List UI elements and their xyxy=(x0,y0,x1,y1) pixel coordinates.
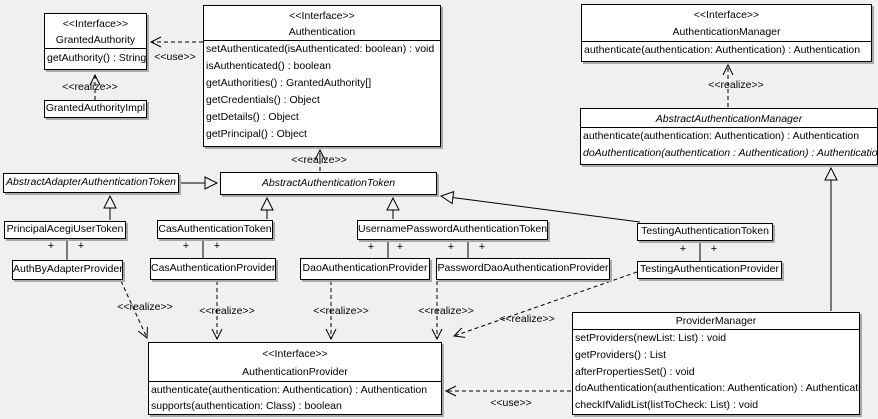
class-name: AbstractAuthenticationManager xyxy=(655,113,803,125)
method-row: getCredentials() : Object xyxy=(206,94,320,106)
class-box-dao-authentication-provider: DaoAuthenticationProvider xyxy=(300,258,430,280)
class-header: <<Interface>> AuthenticationProvider xyxy=(149,343,441,382)
method-row: afterPropertiesSet() : void xyxy=(575,365,695,378)
edge-label-realize: <<realize>> xyxy=(199,305,255,317)
class-name: TestingAuthenticationToken xyxy=(641,225,769,237)
association-end-plus: + xyxy=(182,240,190,252)
method-row: authenticate(authentication: Authenticat… xyxy=(584,44,861,56)
method-row: checkIfValidList(listToCheck: List) : vo… xyxy=(575,399,759,412)
method-row: getAuthority() : String xyxy=(47,52,147,64)
method-row: isAuthenticated() : boolean xyxy=(206,60,331,72)
edge-label-realize: <<realize>> xyxy=(708,79,764,91)
class-name: AuthByAdapterProvider xyxy=(13,263,123,275)
class-name: DaoAuthenticationProvider xyxy=(302,262,428,274)
class-name: CasAuthenticationToken xyxy=(158,223,272,235)
method-row: authenticate(authentication: Authenticat… xyxy=(583,130,860,142)
stereotype-label: <<Interface>> xyxy=(289,10,355,22)
class-box-auth-by-adapter-provider: AuthByAdapterProvider xyxy=(12,260,123,280)
class-box-testing-authentication-token: TestingAuthenticationToken xyxy=(637,223,773,241)
edge-label-use: <<use>> xyxy=(154,51,196,63)
association-end-plus: + xyxy=(213,240,221,252)
class-name: GrantedAuthority xyxy=(55,34,136,46)
class-box-abstract-authentication-manager: AbstractAuthenticationManager authentica… xyxy=(580,108,878,165)
edge-label-realize: <<realize>> xyxy=(62,81,118,93)
class-box-password-dao-authentication-provider: PasswordDaoAuthenticationProvider xyxy=(436,258,610,280)
class-name: TestingAuthenticationProvider xyxy=(640,263,779,275)
association-end-plus: + xyxy=(367,241,375,253)
class-box-authentication: <<Interface>> Authentication setAuthenti… xyxy=(203,5,441,147)
class-box-authentication-provider: <<Interface>> AuthenticationProvider aut… xyxy=(148,342,442,415)
class-box-granted-authority-impl: GrantedAuthorityImpl xyxy=(44,100,147,118)
class-box-abstract-adapter-authentication-token: AbstractAdapterAuthenticationToken xyxy=(3,173,179,193)
class-name: Authentication xyxy=(288,26,356,38)
edge-label-realize: <<realize>> xyxy=(291,154,347,166)
class-name: AuthenticationProvider xyxy=(242,366,348,378)
method-row: setProviders(newList: List) : void xyxy=(575,332,727,344)
class-box-username-password-authentication-token: UsernamePasswordAuthenticationToken xyxy=(357,220,548,240)
edge-label-realize: <<realize>> xyxy=(418,305,474,317)
class-header: ProviderManager xyxy=(573,313,859,330)
class-header: <<Interface>> GrantedAuthority xyxy=(45,14,146,49)
association-end-plus: + xyxy=(478,241,486,253)
class-name: UsernamePasswordAuthenticationToken xyxy=(358,223,548,235)
method-row: supports(authentication: Class) : boolea… xyxy=(151,400,342,412)
class-header: <<Interface>> Authentication xyxy=(204,6,440,41)
method-row: getProviders() : List xyxy=(575,348,667,361)
stereotype-label: <<Interface>> xyxy=(62,18,129,30)
method-row: doAuthentication(authentication : Authen… xyxy=(583,147,878,159)
association-end-plus: + xyxy=(77,240,85,252)
edge-label-realize: <<realize>> xyxy=(117,301,173,313)
class-header: AbstractAuthenticationManager xyxy=(581,109,877,128)
stereotype-label: <<Interface>> xyxy=(262,348,328,360)
class-box-abstract-authentication-token: AbstractAuthenticationToken xyxy=(220,172,437,195)
class-header: <<Interface>> AuthenticationManager xyxy=(582,5,871,42)
class-box-granted-authority: <<Interface>> GrantedAuthority getAuthor… xyxy=(44,13,147,70)
stereotype-label: <<Interface>> xyxy=(693,9,760,21)
class-box-authentication-manager: <<Interface>> AuthenticationManager auth… xyxy=(581,4,872,62)
method-row: getAuthorities() : GrantedAuthority[] xyxy=(206,77,372,89)
association-end-plus: + xyxy=(447,241,455,253)
edge-gen-testingauthenticationtoken xyxy=(439,190,641,223)
class-box-cas-authentication-provider: CasAuthenticationProvider xyxy=(150,258,276,280)
association-end-plus: + xyxy=(679,243,687,255)
method-row: setAuthenticated(isAuthenticated: boolea… xyxy=(206,43,435,55)
class-box-testing-authentication-provider: TestingAuthenticationProvider xyxy=(637,261,782,279)
method-row: authenticate(authentication: Authenticat… xyxy=(151,384,428,396)
class-name: PasswordDaoAuthenticationProvider xyxy=(437,262,609,274)
edge-label-realize: <<realize>> xyxy=(499,313,555,325)
class-name: CasAuthenticationProvider xyxy=(151,262,276,274)
association-end-plus: + xyxy=(710,243,718,255)
class-name: PrincipalAcegiUserToken xyxy=(6,223,124,235)
association-end-plus: + xyxy=(396,241,404,253)
edge-label-use: <<use>> xyxy=(490,397,532,409)
method-row: doAuthentication(authentication: Authent… xyxy=(575,382,860,395)
association-end-plus: + xyxy=(47,240,55,252)
class-name: AbstractAdapterAuthenticationToken xyxy=(5,176,177,188)
class-box-principal-acegi-user-token: PrincipalAcegiUserToken xyxy=(4,221,126,239)
class-box-cas-authentication-token: CasAuthenticationToken xyxy=(157,220,273,239)
method-row: getDetails() : Object xyxy=(206,111,299,123)
class-name: ProviderManager xyxy=(675,315,757,327)
method-row: getPrincipal() : Object xyxy=(206,128,307,140)
class-name: AuthenticationManager xyxy=(672,26,781,38)
class-box-provider-manager: ProviderManager setProviders(newList: Li… xyxy=(572,312,860,415)
class-name: AbstractAuthenticationToken xyxy=(261,177,396,189)
edge-label-realize: <<realize>> xyxy=(313,305,369,317)
class-name: GrantedAuthorityImpl xyxy=(45,102,146,114)
